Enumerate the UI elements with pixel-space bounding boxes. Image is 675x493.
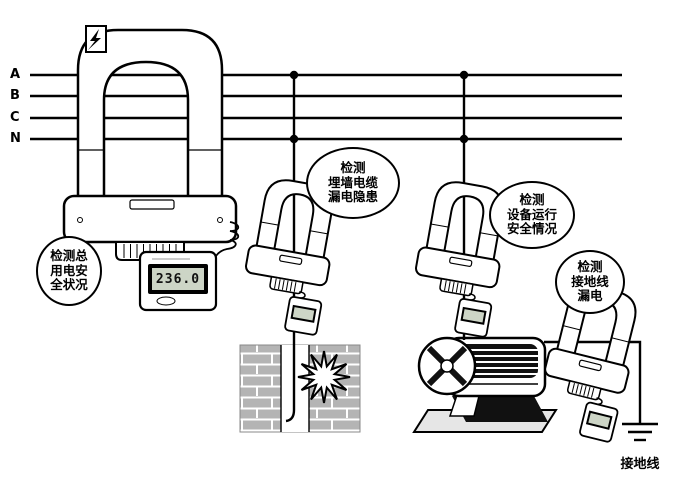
callout-wall-cable: 检测 埋墙电缆 漏电隐患 [306,147,400,219]
callout-text-line: 检测 [340,160,366,176]
callout-equipment: 检测 设备运行 安全情况 [489,181,575,249]
clamp-jaw [76,28,224,216]
phase-label-n: N [10,131,21,146]
lcd-readout: 236.0 [155,271,201,287]
earth-ground-symbol [622,422,658,442]
spark-burst [297,350,351,404]
lightning-icon [88,29,101,50]
ground-wire-label: 接地线 [620,457,660,472]
fan-grille [417,336,477,396]
callout-ground-wire: 检测 接地线 漏电 [555,250,625,314]
callout-text-line: 全状况 [50,277,88,293]
main-clamp-meter [62,25,240,312]
callout-main-power: 检测总 用电安 全状况 [36,236,102,306]
callout-text-line: 用电安 [50,262,88,278]
callout-text-line: 检测 [519,192,545,208]
junction-dots [289,70,469,144]
callout-text-line: 漏电隐患 [327,189,378,205]
coiled-cord [215,221,240,257]
callout-text-line: 埋墙电缆 [327,174,378,190]
callout-text-line: 漏电 [577,288,603,304]
equipment-motor [412,336,558,433]
clamp-display [138,250,218,312]
callout-text-line: 接地线 [571,273,609,289]
phase-label-a: A [10,67,21,82]
phase-label-c: C [10,110,20,125]
callout-text-line: 检测总 [50,248,88,264]
branch-wire-wall [285,75,296,423]
callout-text-line: 检测 [577,259,603,275]
callout-text-line: 设备运行 [506,206,557,222]
callout-text-line: 安全情况 [506,221,557,237]
phase-label-b: B [10,88,20,103]
